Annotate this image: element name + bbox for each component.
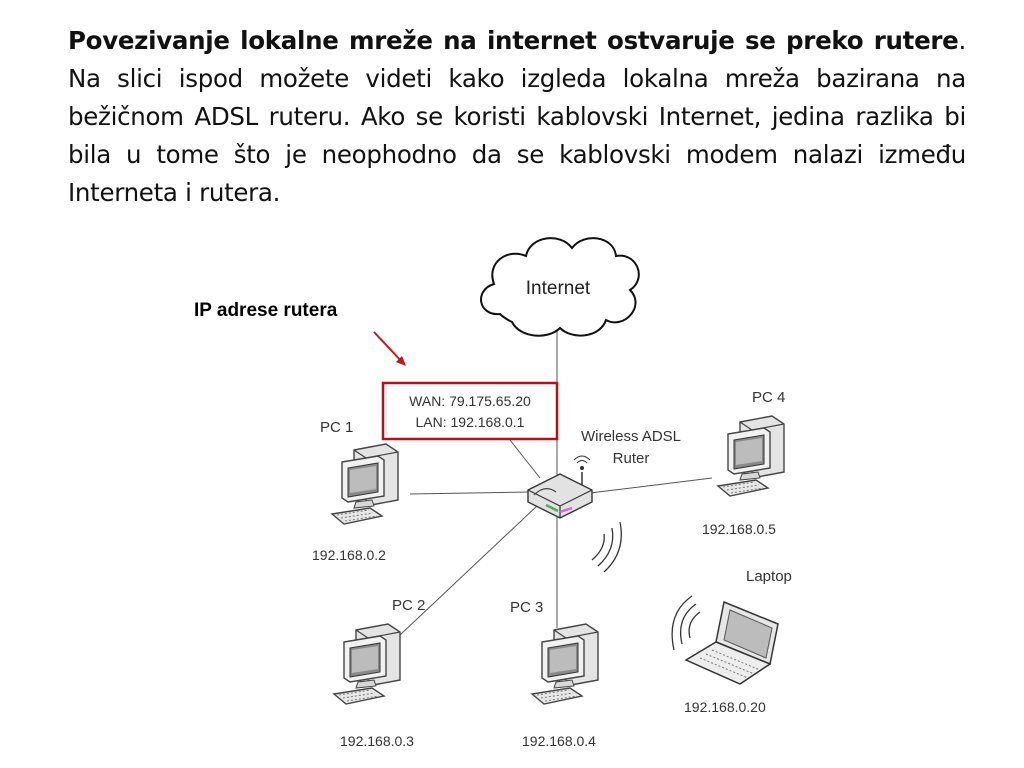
router-lan-ip: LAN: 192.168.0.1 (416, 414, 525, 430)
intro-paragraph: Povezivanje lokalne mreže na internet os… (68, 22, 966, 212)
pc3-ip: 192.168.0.4 (522, 733, 596, 749)
router-ip-box: WAN: 79.175.65.20 LAN: 192.168.0.1 (381, 381, 559, 441)
pc2-name: PC 2 (392, 597, 425, 614)
link-pc2 (399, 504, 539, 636)
laptop-ip: 192.168.0.20 (684, 699, 766, 715)
pc1-ip: 192.168.0.2 (312, 547, 386, 563)
laptop-icon (684, 600, 779, 685)
pc4-ip: 192.168.0.5 (702, 521, 776, 537)
internet-label: Internet (526, 278, 591, 299)
intro-rest: . Na slici ispod možete videti kako izgl… (68, 26, 966, 207)
pc4-name: PC 4 (752, 389, 785, 406)
pc1-node: PC 1 192.168.0.2 (312, 419, 399, 563)
link-pc4 (589, 477, 713, 494)
router-wireless-waves (591, 521, 622, 573)
internet-cloud: Internet (480, 237, 640, 337)
pc2-node: PC 2 192.168.0.3 (333, 597, 425, 749)
link-callout (509, 439, 541, 479)
network-links (399, 330, 713, 636)
pc3-computer-icon (531, 623, 599, 705)
router-wan-ip: WAN: 79.175.65.20 (409, 393, 531, 409)
callout-label: IP adrese rutera (194, 300, 338, 321)
router-label-line2: Ruter (613, 450, 650, 467)
router-label-line1: Wireless ADSL (581, 428, 681, 445)
pc4-computer-icon (717, 415, 785, 497)
callout-arrow (373, 331, 406, 366)
intro-bold-sentence: Povezivanje lokalne mreže na internet os… (68, 26, 959, 55)
pc3-node: PC 3 192.168.0.4 (510, 599, 599, 749)
router-icon (527, 455, 593, 519)
pc1-name: PC 1 (320, 419, 353, 436)
pc1-computer-icon (331, 443, 399, 525)
laptop-wireless-waves (671, 595, 701, 651)
pc2-ip: 192.168.0.3 (340, 733, 414, 749)
pc4-node: PC 4 192.168.0.5 (702, 389, 785, 537)
pc3-name: PC 3 (510, 599, 543, 616)
laptop-name: Laptop (746, 568, 792, 585)
pc2-computer-icon (333, 623, 401, 705)
link-pc1 (409, 491, 529, 495)
laptop-node: Laptop 192.168.0.20 (671, 568, 792, 715)
